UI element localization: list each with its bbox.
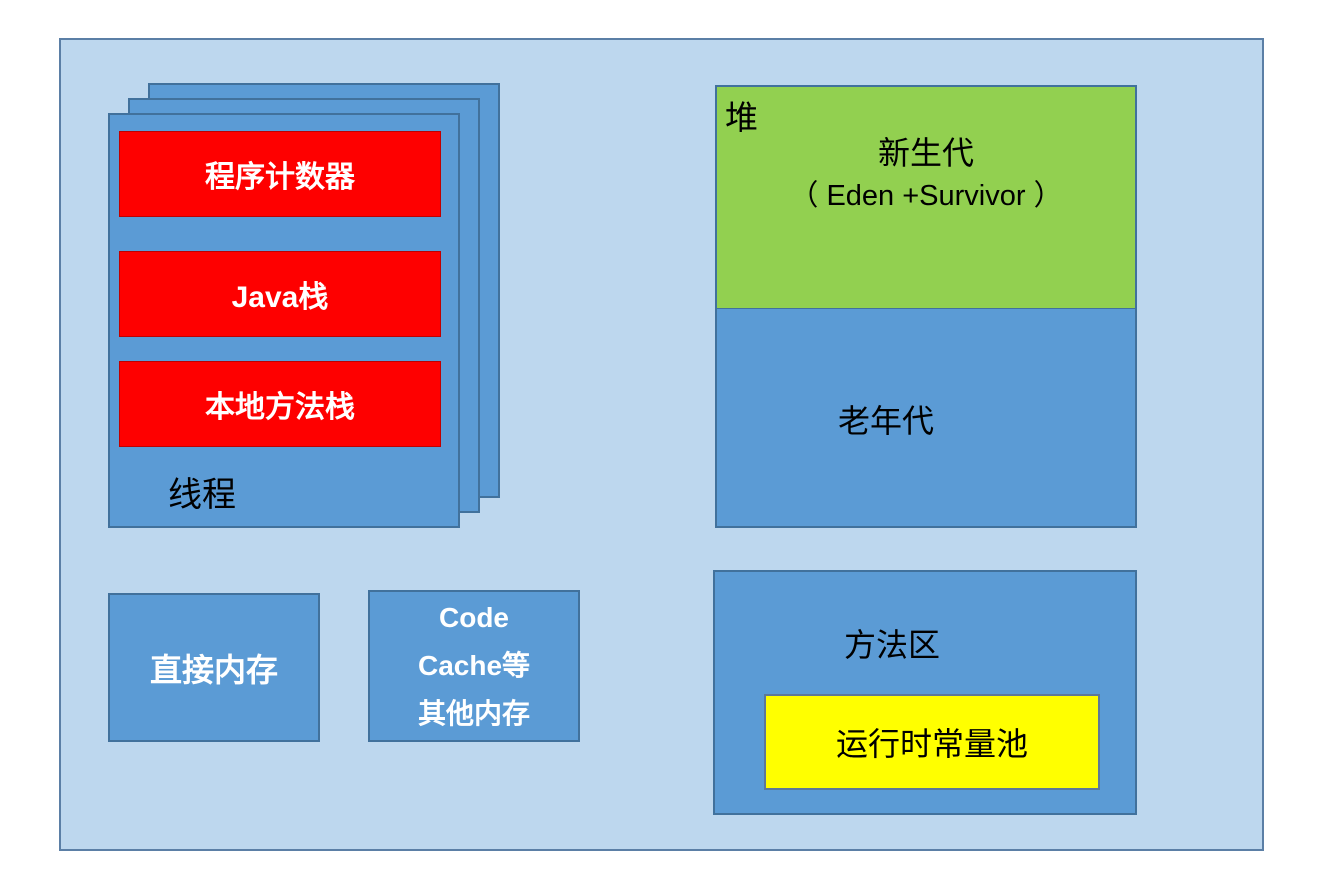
jvm-runtime-area-container: 程序计数器 Java栈 本地方法栈 线程 堆 新生代 （ Eden +Survi… [59, 38, 1264, 851]
code-cache-line-1: Code [439, 602, 509, 633]
code-cache-line-2: Cache等 [417, 650, 531, 681]
direct-memory-box: 直接内存 [108, 593, 320, 742]
young-generation-section: 堆 新生代 （ Eden +Survivor ） [717, 87, 1135, 309]
native-method-stack-box: 本地方法栈 [119, 361, 441, 447]
java-stack-box: Java栈 [119, 251, 441, 337]
heap-label: 堆 [725, 99, 758, 136]
method-area-box: 方法区 运行时常量池 [713, 570, 1137, 815]
young-gen-title: 新生代 [877, 135, 974, 171]
old-generation-section: 老年代 [837, 402, 934, 439]
thread-label: 线程 [168, 476, 236, 514]
method-area-label: 方法区 [843, 627, 940, 663]
heap-box: 堆 新生代 （ Eden +Survivor ） 老年代 [715, 85, 1137, 528]
code-cache-box: Code Cache等 其他内存 [368, 590, 580, 742]
young-generation-label: 新生代 （ Eden +Survivor ） [717, 131, 1135, 217]
runtime-constant-pool-box: 运行时常量池 [764, 694, 1100, 790]
code-cache-line-3: 其他内存 [417, 698, 530, 729]
program-counter-box: 程序计数器 [119, 131, 441, 217]
thread-card-front: 程序计数器 Java栈 本地方法栈 线程 [108, 113, 460, 528]
young-gen-subtitle: （ Eden +Survivor ） [789, 180, 1063, 212]
